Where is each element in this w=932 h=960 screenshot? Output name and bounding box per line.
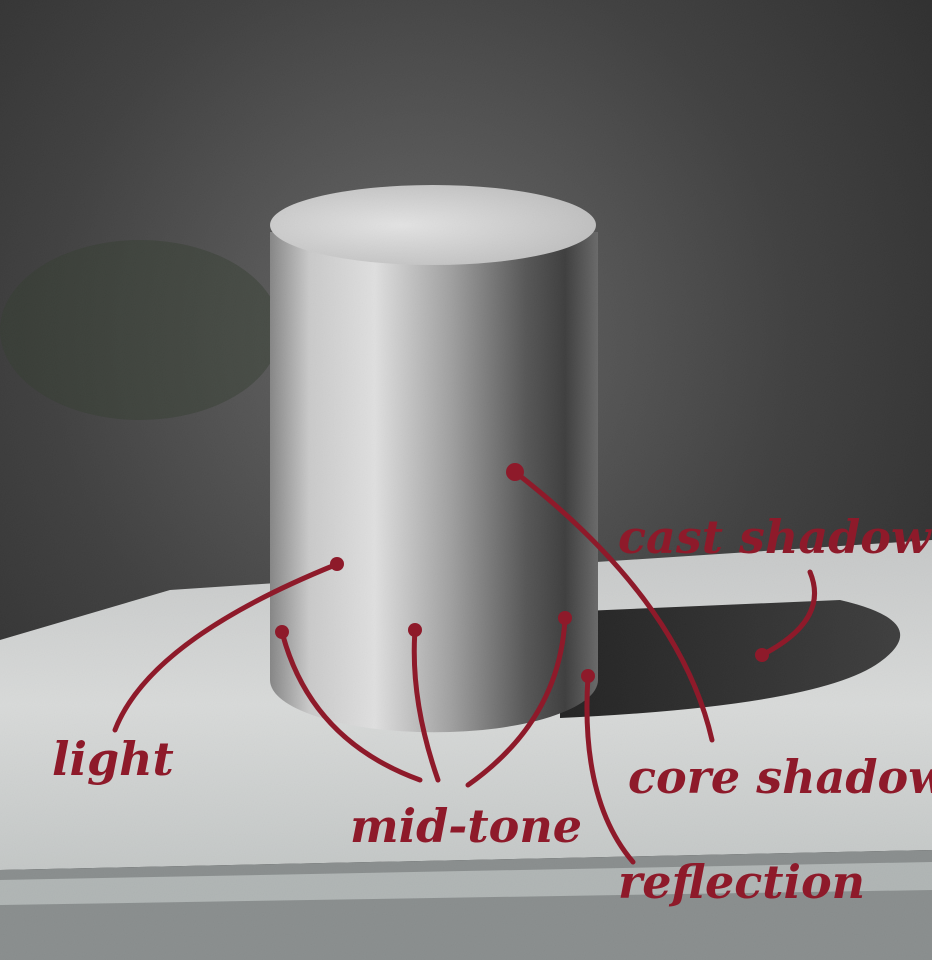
light-pointer — [112, 562, 338, 733]
mid-tone-label: mid-tone — [350, 799, 582, 853]
reflection-dot — [581, 669, 595, 683]
mid-tone-dot-center — [408, 623, 422, 637]
core-shadow-pointer — [512, 469, 715, 743]
mid-tone-pointer-center — [411, 627, 441, 783]
mid-tone-dot-right — [558, 611, 572, 625]
light-label: light — [52, 732, 174, 786]
annotation-lines — [112, 469, 817, 865]
cast-shadow-pointer — [759, 569, 817, 658]
reflection-label: reflection — [618, 855, 865, 909]
mid-tone-pointer-right — [465, 615, 568, 788]
core-shadow-dot — [506, 463, 524, 481]
cast-shadow-label: cast shadow — [618, 510, 932, 564]
annotation-dots — [275, 463, 769, 683]
mid-tone-pointer-left — [279, 629, 423, 783]
light-dot — [330, 557, 344, 571]
mid-tone-dot-left — [275, 625, 289, 639]
reflection-pointer — [584, 673, 636, 865]
cast-shadow-dot — [755, 648, 769, 662]
core-shadow-label: core shadow — [628, 750, 932, 804]
